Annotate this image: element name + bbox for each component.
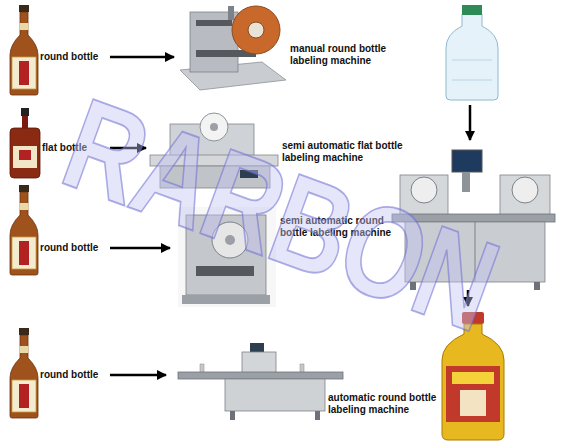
flow-arrow [467,290,470,306]
node-label: automatic round bottle labeling machine [328,392,458,416]
label-roll [200,113,228,141]
flow-arrow [110,56,174,59]
bottle-box: round bottle [40,368,108,382]
label-picture [460,390,486,416]
flow-arrow [469,105,472,140]
conveyor [178,372,343,379]
touch-screen [452,150,482,172]
machine-handle [228,6,234,20]
roll-core [248,22,264,38]
bottle-cap [462,312,484,324]
machine-leg [230,411,235,420]
machine-box: automatic round bottle labeling machine [168,328,460,423]
node-label: round bottle [40,51,108,63]
node-label: flat bottle [42,142,108,154]
watermark: RARBON [46,69,514,361]
bottle-rollers [196,266,254,276]
label-band [452,372,494,384]
control-panel [240,170,258,178]
screen-arm [462,172,470,192]
machine-leg [315,411,320,420]
labeling-head [500,175,550,215]
flow-arrow [110,374,166,377]
machine-side-plate [190,12,238,72]
bottle-ridge [452,80,492,81]
node-label: round bottle [40,242,108,254]
node-label: manual round bottle labeling machine [290,43,390,67]
machine-cabinet [225,379,325,411]
flat-bottle-image [10,108,40,178]
bottle-box: flat bottle [42,141,108,155]
machine-leg [534,282,540,290]
node-label: round bottle [40,369,108,381]
roll-core [210,123,218,131]
label-roll [212,222,248,258]
flow-arrow [110,247,170,250]
node-label: semi automatic flat bottle labeling mach… [282,140,404,164]
bottle-box: round bottle [40,241,108,255]
machine-roller [196,20,232,26]
machine-leg [410,282,416,290]
machine-cabinet [405,222,545,282]
round-bottle-image [10,5,38,95]
bottle-ridge [452,60,492,61]
bottle-cap [462,5,482,15]
roll-core [225,235,235,245]
label-roll [512,177,538,203]
touch-screen [250,343,264,353]
machine-base [182,295,270,304]
machine-box: semi automatic round bottle labeling mac… [172,205,412,307]
machine-box: manual round bottle labeling machine [176,5,392,93]
node-label: semi automatic round bottle labeling mac… [280,215,410,239]
photo-background [178,207,276,307]
oil-bottle [442,324,504,440]
machine-box: semi automatic flat bottle labeling mach… [148,112,406,192]
round-bottle-image [10,185,38,275]
labeling-head [242,352,276,374]
flow-arrow [110,147,146,150]
label-roll [411,177,437,203]
machine-table [150,155,278,166]
round-bottle-image [10,328,38,418]
bottle-label [446,366,500,422]
machine-cabinet [160,166,270,188]
label-roll [232,6,280,54]
cabinet-door [475,222,476,282]
conveyor [392,214,555,222]
machine-body [186,215,266,295]
bottle-box: round bottle [40,50,108,64]
water-bottle [446,14,498,100]
labeling-head [400,175,448,215]
